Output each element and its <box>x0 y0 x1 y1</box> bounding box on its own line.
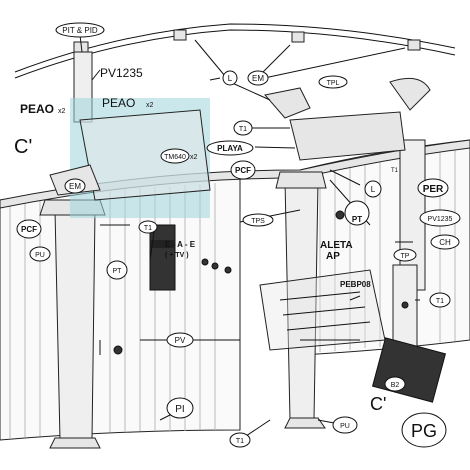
label-em-top-frame <box>247 70 269 86</box>
end-cap-right <box>389 77 431 111</box>
label-t1-right-frame <box>429 292 451 308</box>
vertical-post-left <box>54 209 96 441</box>
label-b2: B2 <box>391 382 400 389</box>
label-l-top: L <box>228 74 233 83</box>
label-pit-pid: PIT & PID <box>62 26 98 35</box>
post-cap-center <box>275 171 327 189</box>
label-t1-left: T1 <box>144 225 152 232</box>
label-pcf-left-frame <box>16 219 42 239</box>
label-pu-bottom-frame <box>332 416 358 434</box>
label-t1-left-frame <box>138 220 158 234</box>
label-pu-bottom: PU <box>340 423 350 430</box>
label-pit-pid-frame <box>55 22 105 38</box>
label-tps: TPS <box>251 218 265 225</box>
label-pv1235-top: PV1235 <box>100 66 143 80</box>
label-pt-mid-frame <box>344 200 370 226</box>
label-ch: CH <box>439 238 451 247</box>
label-pi: PI <box>175 404 184 415</box>
label-tps-frame <box>242 213 274 227</box>
label-pu-left: PU <box>35 252 45 259</box>
label-pv1235-right: PV1235 <box>428 216 453 223</box>
label-t1-mid: T1 <box>239 126 247 133</box>
label-l-top-frame <box>222 70 238 86</box>
label-pebp08: PEBP08 <box>340 280 371 289</box>
label-pv-mid: PV <box>175 336 186 345</box>
label-pu-left-frame <box>29 246 51 262</box>
label-pg: PG <box>411 421 437 441</box>
label-tpl: TPL <box>327 80 340 87</box>
label-pg-frame <box>401 412 447 448</box>
label-em-top: EM <box>252 74 264 83</box>
label-tm640-frame <box>160 148 190 164</box>
label-tm640-mult: x2 <box>190 154 198 161</box>
end-cap-top <box>264 87 311 119</box>
label-pt-left-frame <box>106 260 128 280</box>
post-foot-center <box>284 417 326 429</box>
label-playa: PLAYA <box>217 144 243 153</box>
top-connector-right <box>291 31 305 43</box>
label-tp: TP <box>401 253 410 260</box>
label-peao-left: PEAO <box>20 102 54 116</box>
label-t1-mid-frame <box>233 120 253 136</box>
top-seat-right <box>289 111 406 161</box>
label-pcf-right-frame <box>230 160 256 180</box>
label-pt-mid: PT <box>352 215 362 224</box>
label-t1-right: T1 <box>436 298 444 305</box>
label-ap: AP <box>326 251 340 262</box>
label-em-left: EM <box>69 182 81 191</box>
label-t1-bottom-frame <box>229 432 251 448</box>
label-l-right-frame <box>364 180 382 198</box>
label-per: PER <box>423 184 444 195</box>
label-eae: E - A - E <box>165 240 196 249</box>
label-tm640: TM640 <box>164 154 186 161</box>
label-ch-frame <box>430 234 460 250</box>
label-peao-left-mult: x2 <box>58 108 66 115</box>
label-tp-frame <box>393 248 417 262</box>
screws <box>113 210 409 355</box>
wall-stripes <box>9 145 456 438</box>
label-b2-frame <box>384 376 406 392</box>
label-l-right: L <box>371 185 376 194</box>
label-playa-frame <box>206 140 254 156</box>
label-peao-highlight-mult: x2 <box>146 102 154 109</box>
label-peao-highlight: PEAO <box>102 96 135 110</box>
label-pcf-left: PCF <box>21 225 37 234</box>
label-pcf-right: PCF <box>235 166 251 175</box>
label-c-prime-bottom: C' <box>370 394 386 414</box>
label-pv-mid-frame <box>166 332 194 348</box>
label-t1-bottom: T1 <box>236 438 244 445</box>
return-pipe <box>149 224 176 291</box>
label-aleta: ALETA <box>320 240 353 251</box>
top-connector-mid <box>173 29 187 41</box>
label-t1-right-small: T1 <box>391 168 399 174</box>
label-pi-frame <box>166 397 194 419</box>
label-tpl-frame <box>318 75 348 89</box>
label-c-prime-left: C' <box>14 136 32 158</box>
post-foot-left <box>49 437 101 449</box>
top-connector-far-right <box>407 39 421 51</box>
label-tv: ( + TV ) <box>165 252 189 259</box>
label-em-left-frame <box>64 178 86 194</box>
label-pt-left: PT <box>113 268 123 275</box>
label-per-frame <box>417 178 449 198</box>
label-pv1235-right-frame <box>419 209 461 227</box>
